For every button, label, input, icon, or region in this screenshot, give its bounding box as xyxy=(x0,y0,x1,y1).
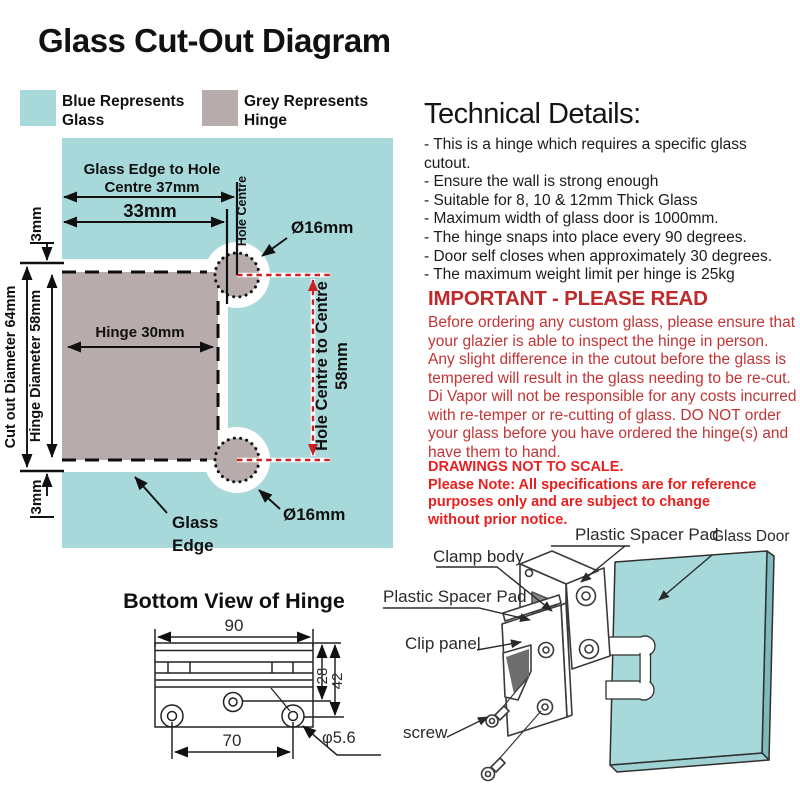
page-title: Glass Cut-Out Diagram xyxy=(38,22,391,59)
spacer-pad-top-label: Plastic Spacer Pad xyxy=(575,525,719,544)
glass-edge-to-hole-label-line2: Centre 37mm xyxy=(104,179,199,196)
spacer-pad-left-label: Plastic Spacer Pad xyxy=(383,587,527,606)
scale-note-section: DRAWINGS NOT TO SCALE. Please Note: All … xyxy=(428,459,764,529)
technical-item: - Ensure the wall is strong enough xyxy=(424,173,659,191)
cutout-diameter-label: Cut out Diameter 64mm xyxy=(3,286,19,449)
hinge-diameter-label: Hinge Diameter 58mm xyxy=(28,290,44,442)
bottom-view-dim-90: 90 xyxy=(225,616,244,635)
dia-bottom-label: Ø16mm xyxy=(283,505,345,524)
exploded-view: Plastic Spacer Pad Glass Door Clamp body… xyxy=(383,525,790,782)
important-section: IMPORTANT - PLEASE READ Before ordering … xyxy=(428,287,798,462)
technical-item: - Maximum width of glass door is 1000mm. xyxy=(424,210,719,228)
glass-door xyxy=(605,550,775,773)
hinge-assembly xyxy=(480,550,611,782)
clip-panel-label: Clip panel xyxy=(405,634,481,653)
technical-details-list: - This is a hinge which requires a speci… xyxy=(424,136,796,285)
glass-edge-label-line2: Edge xyxy=(172,536,214,555)
technical-item: - This is a hinge which requires a speci… xyxy=(424,136,747,172)
margin-bottom-label: 3mm xyxy=(28,479,45,514)
glass-edge-to-hole-label-line1: Glass Edge to Hole xyxy=(84,161,221,178)
hinge-body xyxy=(62,272,218,460)
legend-glass-swatch xyxy=(20,90,56,126)
specifications-note: Please Note: All specifications are for … xyxy=(428,476,757,528)
cutout-diagram: Glass Edge to Hole Centre 37mm 33mm Hole… xyxy=(3,138,393,555)
glass-edge-label-line1: Glass xyxy=(172,513,218,532)
bottom-view-title: Bottom View of Hinge xyxy=(123,589,345,613)
margin-top-label: 3mm xyxy=(28,206,45,241)
bottom-view-dim-28: 28 xyxy=(314,668,331,685)
technical-item: - Door self closes when approximately 30… xyxy=(424,247,773,265)
legend-hinge-swatch xyxy=(202,90,238,126)
technical-item: - Suitable for 8, 10 & 12mm Thick Glass xyxy=(424,191,698,209)
legend-glass-label: Blue Represents Glass xyxy=(62,93,185,129)
glass-door-label: Glass Door xyxy=(712,528,790,545)
not-to-scale-note: DRAWINGS NOT TO SCALE. xyxy=(428,459,624,475)
hinge-dashed-outline xyxy=(62,270,220,462)
bottom-view-dim-70: 70 xyxy=(223,731,242,750)
technical-item: - The hinge snaps into place every 90 de… xyxy=(424,228,747,246)
dim-33mm-label: 33mm xyxy=(123,200,176,221)
bottom-view-dim-hole-dia: φ5.6 xyxy=(322,729,356,747)
hole-c2c-label-line2: 58mm xyxy=(333,342,351,390)
important-body: Before ordering any custom glass, please… xyxy=(428,314,797,461)
hinge-width-label: Hinge 30mm xyxy=(95,324,184,341)
bottom-view-dim-42: 42 xyxy=(329,673,346,690)
technical-details-heading: Technical Details: xyxy=(424,98,641,130)
dia-top-label: Ø16mm xyxy=(291,218,353,237)
exploded-leader-lines xyxy=(383,545,713,738)
glass-door-notch xyxy=(605,635,656,701)
technical-item: - The maximum weight limit per hinge is … xyxy=(424,266,735,284)
bottom-view: Bottom View of Hinge xyxy=(123,589,381,759)
clamp-body-label: Clamp body xyxy=(433,547,524,566)
dimension-lines xyxy=(20,182,288,518)
important-heading: IMPORTANT - PLEASE READ xyxy=(428,287,708,310)
hole-c2c-label-line1: Hole Centre to Centre xyxy=(313,281,331,451)
technical-details-section: Technical Details: - This is a hinge whi… xyxy=(424,98,796,285)
hole-c2c-dimension xyxy=(237,272,330,463)
screw-label: screw xyxy=(403,723,448,742)
legend-hinge-label: Grey Represents Hinge xyxy=(244,93,369,129)
hole-centre-label: Hole Centre xyxy=(235,176,249,246)
bottom-view-drawing xyxy=(154,629,381,759)
